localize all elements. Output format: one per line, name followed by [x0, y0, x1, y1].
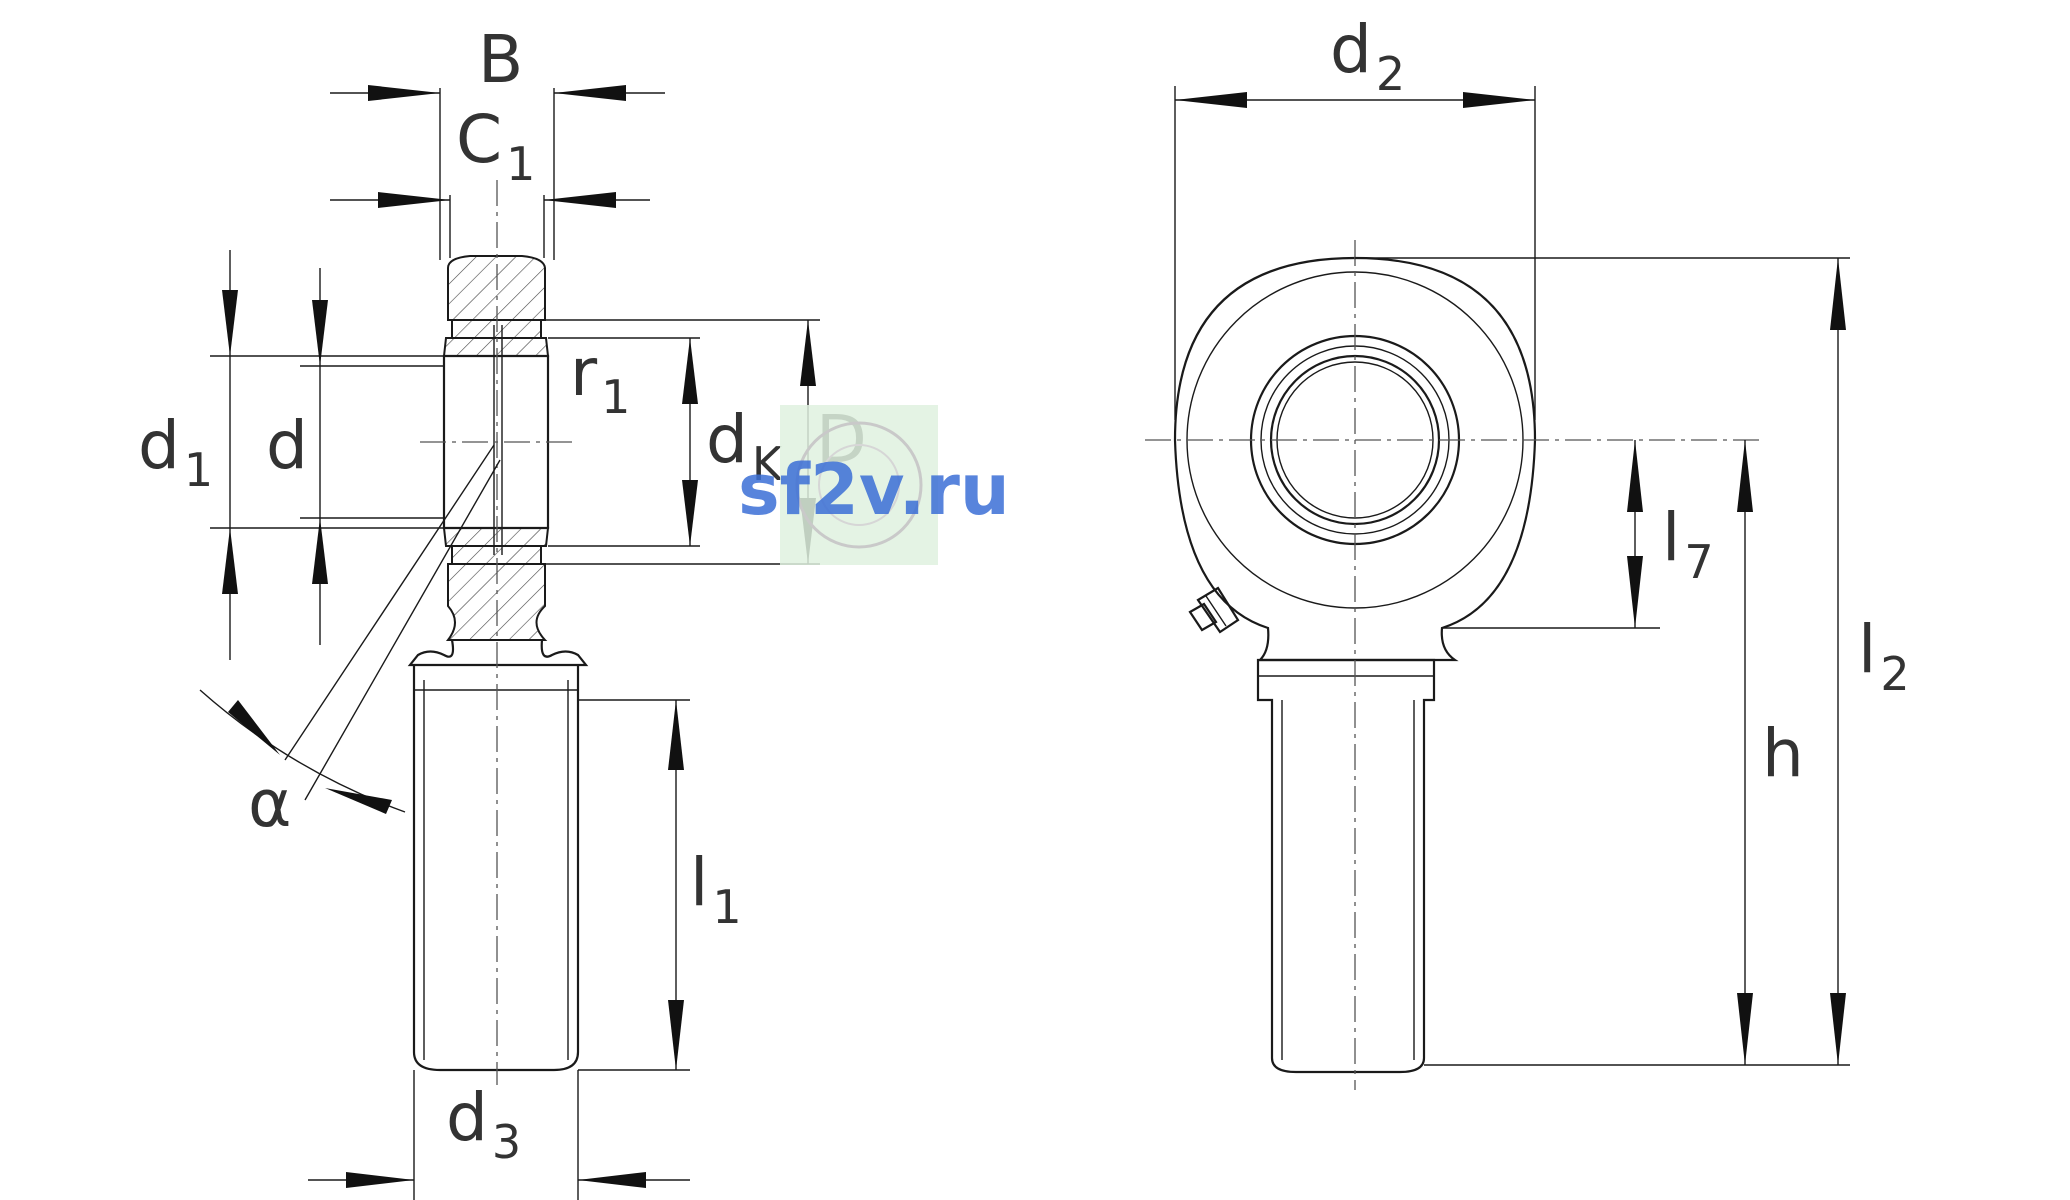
inner-ring-top: [442, 337, 550, 357]
shank-neck: [407, 639, 589, 667]
sf2v-watermark: sf2v.ru: [738, 405, 1010, 565]
front-view: d2 l7 h l2: [1145, 11, 1910, 1090]
label-l2: l2: [1858, 611, 1910, 701]
label-d2: d2: [1330, 11, 1405, 101]
watermark-text: sf2v.ru: [738, 449, 1010, 531]
label-alpha: α: [248, 765, 292, 842]
label-r1: r1: [570, 334, 630, 424]
label-d: d: [266, 407, 308, 484]
threaded-shank: [412, 665, 580, 1072]
grease-nipple: [1188, 586, 1240, 634]
label-C1: C1: [456, 101, 535, 191]
label-l7: l7: [1662, 499, 1714, 589]
label-d1: d1: [138, 407, 213, 497]
label-h: h: [1762, 715, 1804, 792]
eye-housing: [1173, 256, 1537, 662]
inner-ring-bottom: [442, 527, 550, 547]
watermark-badge: [780, 405, 938, 565]
side-section-view: B C1 d1 d r1 dK D α l1 d3: [138, 21, 867, 1200]
front-shank: [1256, 658, 1436, 1074]
label-dK: dK: [706, 401, 784, 491]
label-l1: l1: [690, 844, 742, 934]
label-B: B: [478, 21, 523, 98]
label-d3: d3: [446, 1079, 521, 1169]
